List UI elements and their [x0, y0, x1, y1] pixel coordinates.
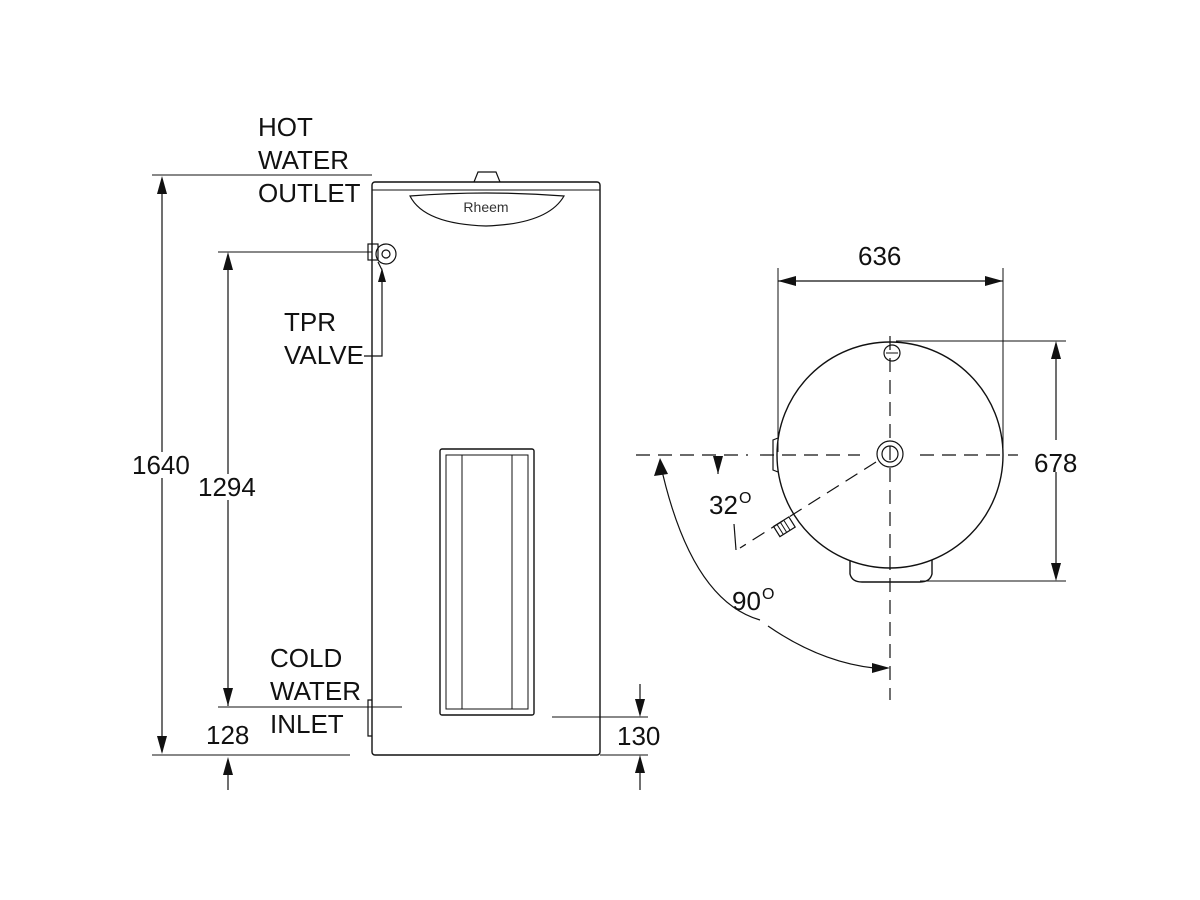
dim-panel-base: 130	[617, 721, 660, 751]
callout-cold-water-inlet: COLD WATER INLET	[270, 643, 361, 739]
angle-90-degree: O	[762, 586, 774, 603]
label-inlet: INLET	[270, 709, 344, 739]
dim-angle-32: 32 O	[709, 490, 751, 520]
dim-angle-90: 90 O	[732, 586, 774, 616]
cold-inlet-fitting	[367, 699, 372, 737]
dim-tpr-height: 1294	[198, 472, 256, 502]
callout-hot-water-outlet: HOT WATER OUTLET	[258, 112, 361, 208]
hot-outlet-plan	[876, 440, 904, 468]
angle-32-degree: O	[739, 490, 751, 507]
element-access-cover	[439, 448, 535, 716]
dim-inlet-height: 128	[206, 720, 249, 750]
angle-32-value: 32	[709, 490, 738, 520]
dim-diameter: 636	[858, 241, 901, 271]
brand-logo: Rheem	[463, 199, 508, 215]
label-water-2: WATER	[270, 676, 361, 706]
hot-outlet-fitting	[473, 171, 501, 183]
front-dimensions	[152, 174, 648, 790]
callout-tpr-valve: TPR VALVE	[284, 307, 364, 370]
plan-view	[636, 336, 1018, 700]
label-hot: HOT	[258, 112, 313, 142]
dim-depth: 678	[1034, 448, 1077, 478]
label-valve: VALVE	[284, 340, 364, 370]
tpr-valve-plan	[883, 344, 901, 362]
label-tpr: TPR	[284, 307, 336, 337]
front-view: Rheem	[364, 171, 601, 756]
plan-dimensions	[654, 268, 1066, 673]
label-outlet: OUTLET	[258, 178, 361, 208]
brand-badge	[409, 192, 565, 227]
angle-90-value: 90	[732, 586, 761, 616]
dim-overall-height: 1640	[132, 450, 190, 480]
label-water: WATER	[258, 145, 349, 175]
label-cold: COLD	[270, 643, 342, 673]
